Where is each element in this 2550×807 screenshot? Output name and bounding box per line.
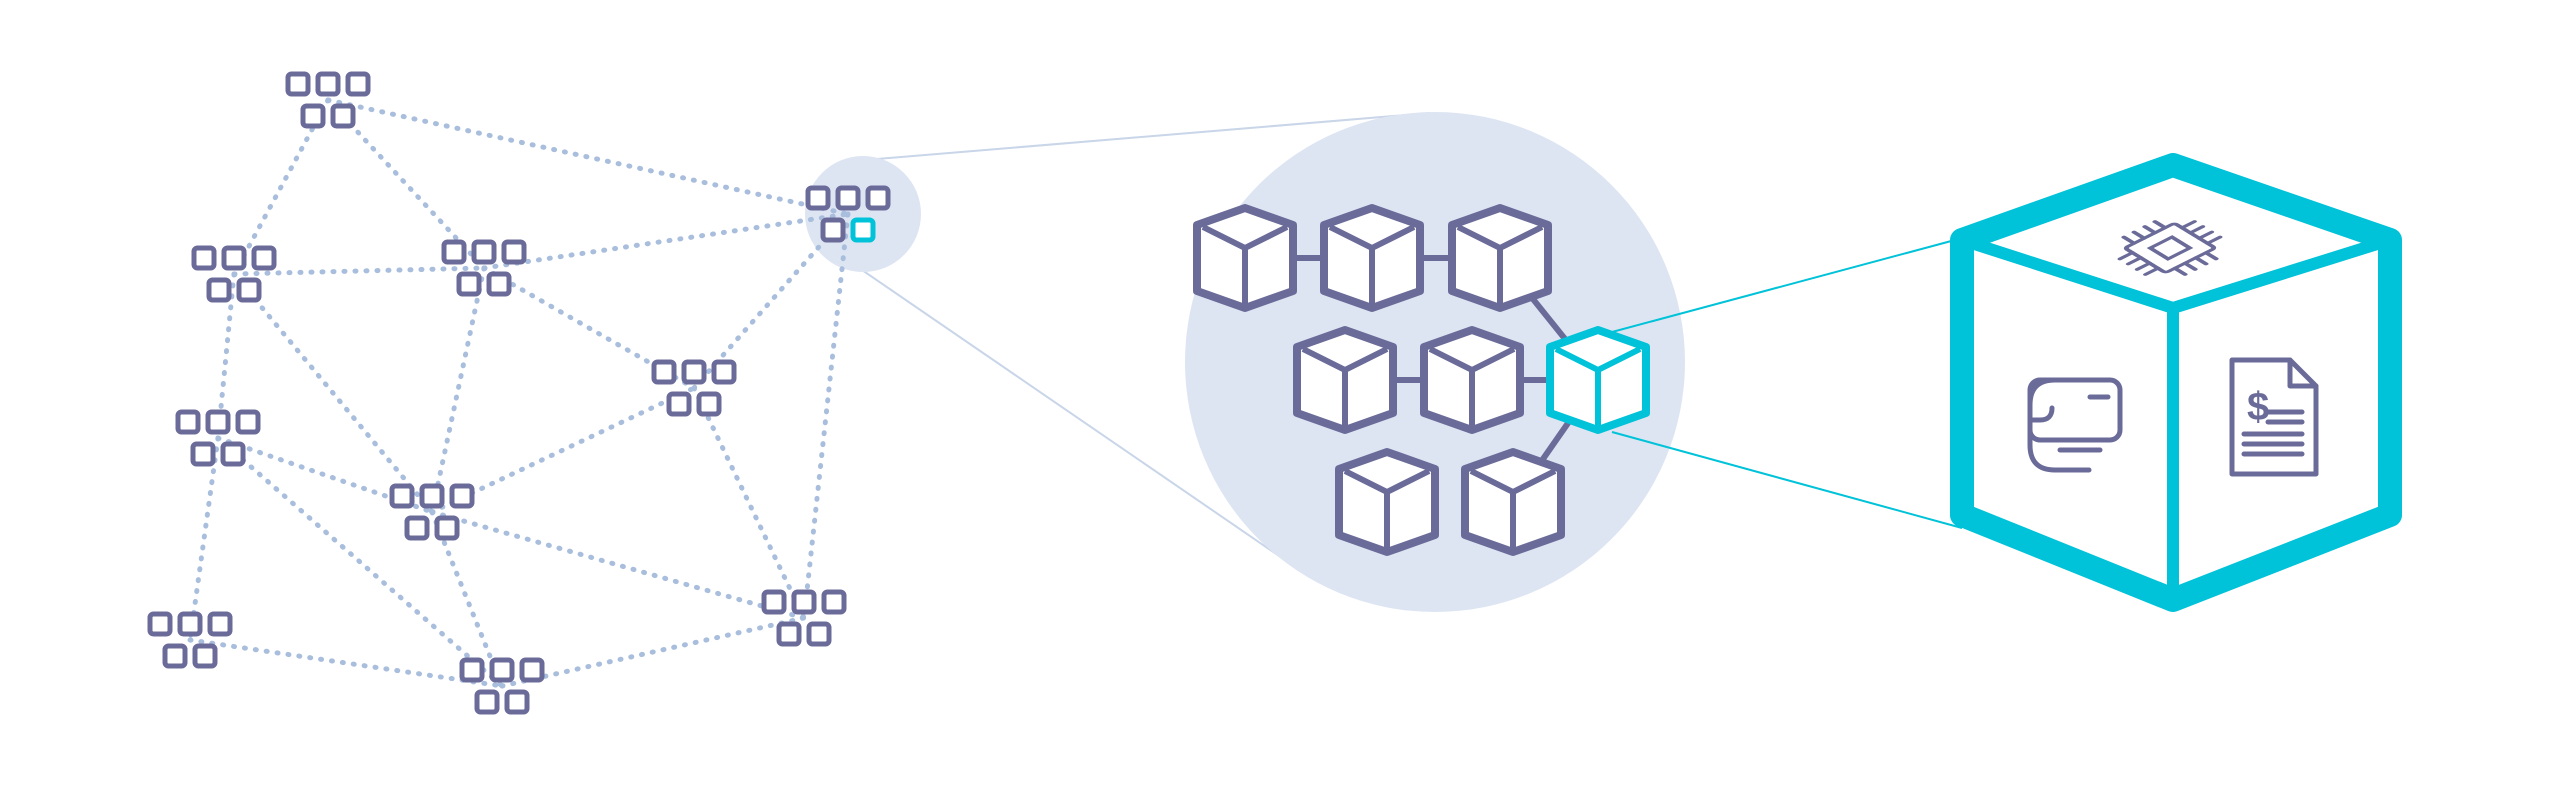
network-block <box>456 271 482 297</box>
chain-block <box>1461 448 1565 556</box>
network-block <box>504 689 530 715</box>
network-block <box>330 103 356 129</box>
network-block <box>711 359 737 385</box>
network-block <box>474 689 500 715</box>
node-bottom-left <box>147 611 233 669</box>
network-link <box>187 637 505 689</box>
network-block <box>300 103 326 129</box>
chain-block <box>1335 448 1439 556</box>
network-block <box>791 589 817 615</box>
network-block <box>681 359 707 385</box>
network-block <box>806 621 832 647</box>
network-block <box>315 71 341 97</box>
chain-block <box>1320 204 1424 312</box>
network-block <box>501 239 527 265</box>
network-block <box>419 483 445 509</box>
chain-block <box>1193 204 1297 312</box>
network-link <box>481 265 697 391</box>
network-block <box>177 611 203 637</box>
network-link <box>499 615 807 689</box>
network-link <box>215 435 505 689</box>
network-block <box>471 239 497 265</box>
network-block <box>205 409 231 435</box>
chain-block <box>1420 326 1524 434</box>
network-link <box>429 509 807 621</box>
network-block <box>666 391 692 417</box>
network-block <box>761 589 787 615</box>
detail-connector-bottom <box>1611 431 1963 529</box>
node-top-right <box>805 185 891 243</box>
chip-icon <box>2117 220 2223 276</box>
network-block <box>651 359 677 385</box>
network-link <box>325 97 851 217</box>
network-block <box>489 657 515 683</box>
invoice-icon: $ <box>2229 357 2319 477</box>
zoom-source-circle <box>805 156 921 272</box>
network-block <box>519 657 545 683</box>
network-block <box>175 409 201 435</box>
node-bottom-center <box>459 657 545 715</box>
network-block <box>235 409 261 435</box>
network-block <box>190 441 216 467</box>
network-block <box>820 217 846 243</box>
network-links <box>187 97 851 689</box>
network-block <box>236 277 262 303</box>
network-block <box>441 239 467 265</box>
network-link <box>231 271 435 515</box>
network-block <box>459 657 485 683</box>
network-block <box>207 611 233 637</box>
node-center-2 <box>389 483 475 541</box>
network-block <box>285 71 311 97</box>
detail-connector-top <box>1611 239 1956 333</box>
network-block <box>191 245 217 271</box>
network-link <box>691 385 807 621</box>
block-detail-cube <box>1950 153 2402 612</box>
zoom-connector-bottom <box>861 269 1286 561</box>
network-block <box>147 611 173 637</box>
network-block <box>251 245 277 271</box>
network-block <box>865 185 891 211</box>
network-block <box>821 589 847 615</box>
zoom-connector-top <box>864 112 1431 161</box>
node-left-2 <box>175 409 261 467</box>
network-block <box>449 483 475 509</box>
network-link <box>429 385 697 515</box>
chain-block <box>1293 326 1397 434</box>
node-left-1 <box>191 245 277 303</box>
network-block <box>404 515 430 541</box>
network-block <box>162 643 188 669</box>
network-link <box>231 265 487 277</box>
network-nodes <box>147 71 891 715</box>
network-block <box>776 621 802 647</box>
network-link <box>801 211 851 621</box>
network-block <box>696 391 722 417</box>
node-center-1 <box>441 239 527 297</box>
network-link <box>429 265 487 515</box>
network-block <box>434 515 460 541</box>
network-block <box>486 271 512 297</box>
network-block <box>805 185 831 211</box>
wallet-icon <box>2027 377 2123 473</box>
chain-blocks <box>1193 204 1650 556</box>
network-block <box>221 245 247 271</box>
network-link <box>481 211 851 271</box>
network-link <box>187 435 221 643</box>
node-center-right <box>651 359 737 417</box>
network-block <box>192 643 218 669</box>
node-top <box>285 71 371 129</box>
network-block <box>835 185 861 211</box>
chain-block <box>1448 204 1552 312</box>
network-block <box>206 277 232 303</box>
network-link <box>231 97 331 277</box>
network-block <box>345 71 371 97</box>
invoice-dollar-sign: $ <box>2247 385 2269 429</box>
highlighted-block <box>850 217 876 243</box>
network-block <box>389 483 415 509</box>
network-block <box>220 441 246 467</box>
node-bottom-right <box>761 589 847 647</box>
network-link <box>429 509 505 689</box>
highlighted-chain-block <box>1546 326 1650 434</box>
